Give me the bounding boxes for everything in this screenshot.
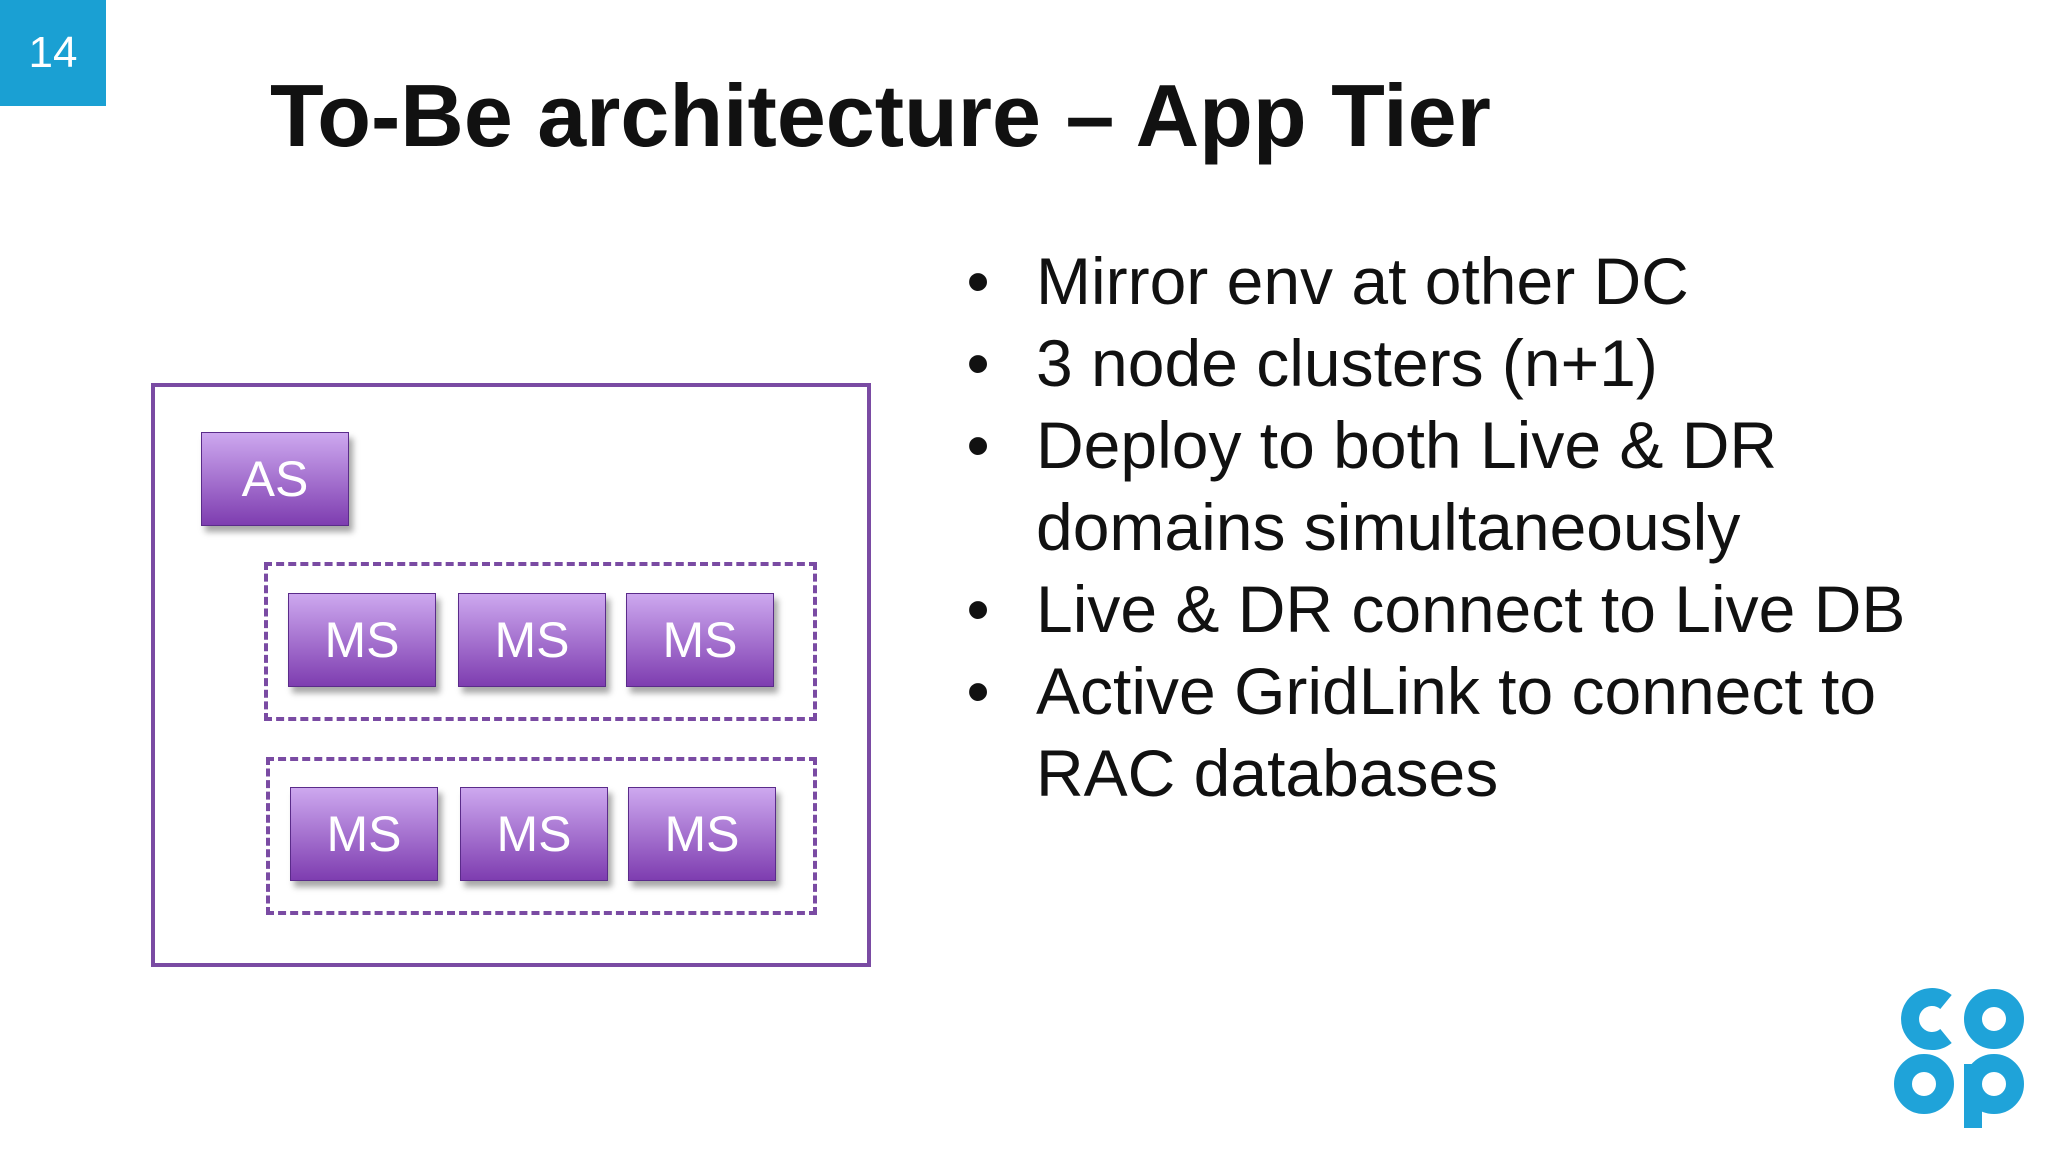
bullet-text: Mirror env at other DC <box>1036 244 1689 318</box>
bullet-item: • Live & DR connect to Live DB <box>958 568 2018 650</box>
managed-server-label: MS <box>326 806 402 862</box>
managed-server-cluster-1: MS MS MS <box>264 562 817 721</box>
managed-server-label: MS <box>664 806 740 862</box>
coop-logo <box>1894 988 2024 1128</box>
managed-server-label: MS <box>496 806 572 862</box>
bullet-marker: • <box>966 326 990 400</box>
slide-number: 14 <box>28 28 78 77</box>
bullet-marker: • <box>966 572 990 646</box>
bullet-item: • Active GridLink to connect to RAC data… <box>958 650 2018 814</box>
managed-server-node: MS <box>460 787 608 881</box>
slide-title: To-Be architecture – App Tier <box>270 66 1491 165</box>
bullet-text: 3 node clusters (n+1) <box>1036 326 1658 400</box>
bullet-list: • Mirror env at other DC • 3 node cluste… <box>958 240 2018 814</box>
bullet-marker: • <box>966 244 990 318</box>
bullet-marker: • <box>966 408 990 482</box>
managed-server-label: MS <box>662 612 738 668</box>
logo-letter-c <box>1901 988 1952 1050</box>
managed-server-node: MS <box>628 787 776 881</box>
bullet-marker: • <box>966 654 990 728</box>
bullet-item: • Deploy to both Live & DR domains simul… <box>958 404 2018 568</box>
managed-server-label: MS <box>324 612 400 668</box>
slide-number-badge: 14 <box>0 0 106 106</box>
logo-letter-o-top <box>1964 989 2024 1049</box>
bullet-text: Deploy to both Live & DR domains simulta… <box>1036 408 1778 564</box>
architecture-diagram: AS MS MS MS MS MS MS <box>151 383 871 967</box>
admin-server-node: AS <box>201 432 349 526</box>
bullet-item: • Mirror env at other DC <box>958 240 2018 322</box>
bullet-text: Active GridLink to connect to RAC databa… <box>1036 654 1877 810</box>
managed-server-node: MS <box>290 787 438 881</box>
admin-server-label: AS <box>241 451 309 507</box>
managed-server-node: MS <box>458 593 606 687</box>
managed-server-node: MS <box>626 593 774 687</box>
managed-server-label: MS <box>494 612 570 668</box>
bullet-item: • 3 node clusters (n+1) <box>958 322 2018 404</box>
managed-server-cluster-2: MS MS MS <box>266 757 817 915</box>
logo-letter-o-bottom <box>1894 1054 1954 1114</box>
bullet-text: Live & DR connect to Live DB <box>1036 572 1906 646</box>
managed-server-node: MS <box>288 593 436 687</box>
